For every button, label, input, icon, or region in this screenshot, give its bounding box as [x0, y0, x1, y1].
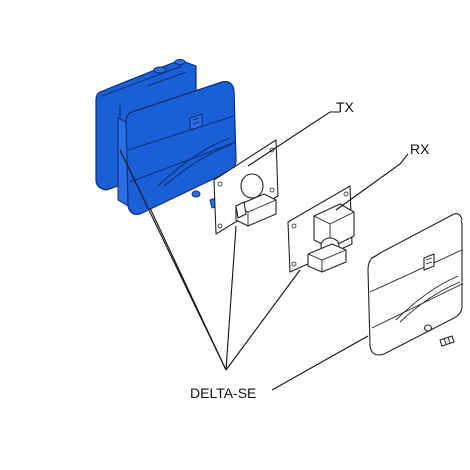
- rx-module: [287, 185, 355, 273]
- rx-label: RX: [410, 141, 430, 157]
- delta-se-label: DELTA-SE: [190, 385, 256, 401]
- callout-lines: [119, 111, 409, 391]
- tx-label: TX: [336, 99, 355, 115]
- tx-module: [213, 139, 279, 235]
- white-housing: [367, 213, 463, 356]
